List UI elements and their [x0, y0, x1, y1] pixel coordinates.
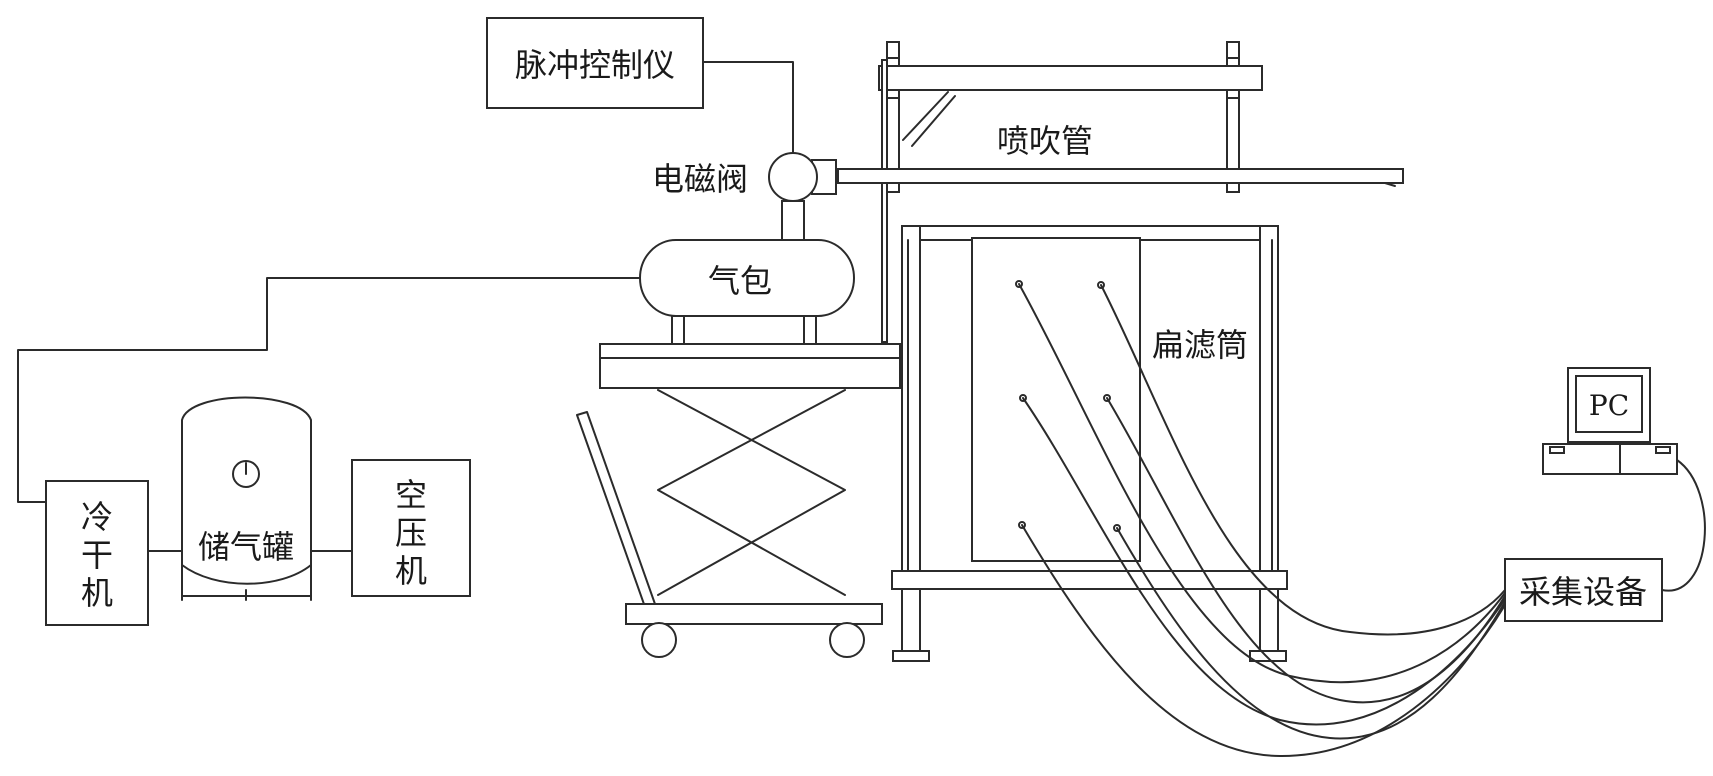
air-bag-label: 气包	[708, 262, 772, 300]
pc-computer: PC	[1542, 367, 1706, 592]
flat-filter: 扁滤筒	[971, 237, 1248, 562]
pulse-controller-label: 脉冲控制仪	[515, 46, 675, 84]
flat-filter-label: 扁滤筒	[1152, 326, 1248, 364]
compressor-label-2: 压	[395, 514, 427, 552]
blow-pipe: 喷吹管	[837, 122, 1404, 187]
sensor-cables	[1015, 280, 1506, 758]
pc-cable	[1661, 459, 1706, 592]
pulse-controller: 脉冲控制仪	[486, 17, 704, 109]
air-bag: 气包	[639, 239, 855, 345]
solenoid-valve: 电磁阀	[652, 152, 837, 242]
dryer: 冷 干 机	[45, 480, 149, 626]
compressor-label-3: 机	[395, 552, 427, 590]
compressor-label-1: 空	[395, 476, 427, 514]
acquisition-device: 采集设备	[1504, 558, 1663, 622]
controller-wire	[702, 61, 794, 158]
scissor-lift	[576, 343, 901, 658]
pc-label: PC	[1589, 389, 1629, 422]
support-frame	[878, 41, 1263, 343]
filter-frame	[891, 225, 1288, 662]
acquisition-label: 采集设备	[1519, 573, 1647, 611]
storage-tank: 储气罐	[181, 396, 312, 601]
storage-tank-label: 储气罐	[198, 528, 294, 566]
dryer-label-3: 机	[81, 574, 113, 612]
air-compressor: 空 压 机	[351, 459, 471, 597]
dryer-label-1: 冷	[81, 498, 113, 536]
dryer-label-2: 干	[81, 536, 113, 574]
blow-pipe-label: 喷吹管	[997, 122, 1093, 160]
air-supply-pipe	[17, 277, 641, 503]
solenoid-valve-label: 电磁阀	[652, 160, 748, 198]
